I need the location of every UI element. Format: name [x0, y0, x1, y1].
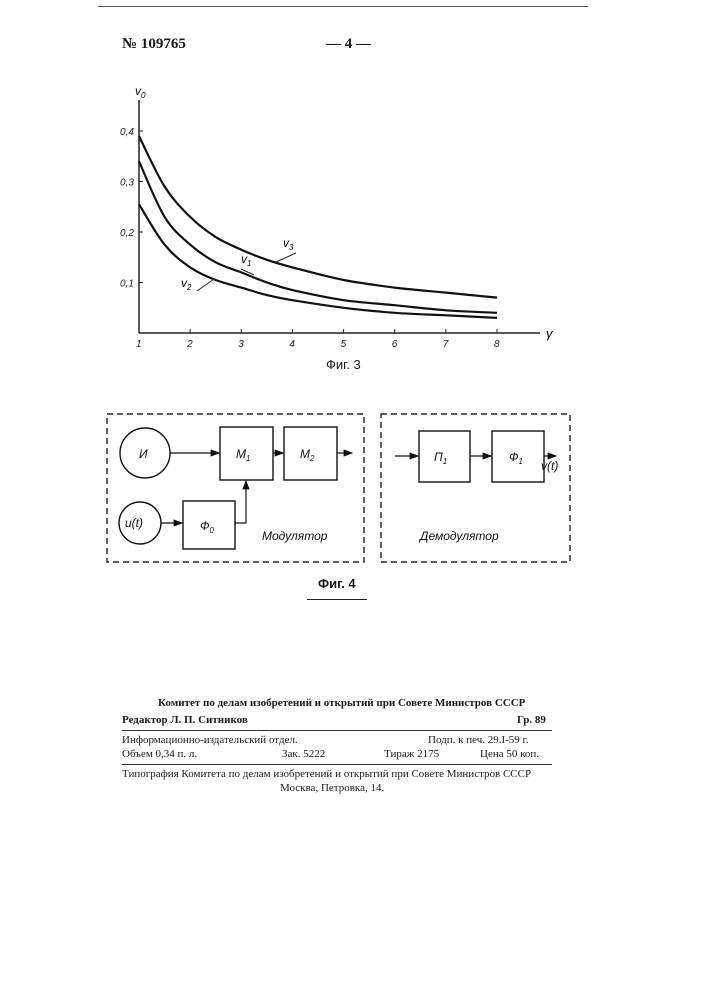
m1-label: М1	[236, 447, 250, 463]
x-tick-label: 4	[289, 339, 295, 350]
x-tick-label: 7	[443, 339, 449, 350]
x-tick-label: 3	[238, 339, 244, 350]
footer-rule-2	[122, 764, 552, 765]
demodulator-label: Демодулятор	[418, 529, 499, 543]
m2-label: М2	[300, 447, 315, 463]
x-tick-label: 2	[186, 339, 193, 350]
footer-print-line1: Типография Комитета по делам изобретений…	[122, 768, 531, 780]
fig3-chart: v0 γ 123456780,10,20,30,4 v3 v1 v2	[0, 0, 707, 400]
x-axis-label: γ	[546, 326, 554, 341]
y-tick-label: 0,4	[120, 127, 134, 138]
curve-label-v3: v3	[283, 236, 294, 252]
leader-v3	[276, 253, 296, 262]
footer-signed: Подп. к печ. 29.I-59 г.	[428, 734, 529, 746]
fig4-caption: Фиг. 4	[318, 576, 356, 591]
x-tick-label: 8	[494, 339, 500, 350]
fig3-caption: Фиг. 3	[326, 357, 361, 372]
y-axis-label: v0	[135, 84, 146, 100]
footer-print-line2: Москва, Петровка, 14.	[280, 782, 384, 794]
footer-editor: Редактор Л. П. Ситников	[122, 714, 248, 726]
output-label: v(t)	[541, 459, 558, 473]
phi1-label: Ф1	[509, 450, 523, 466]
footer-dept: Информационно-издательский отдел.	[122, 734, 298, 746]
footer-circulation: Тираж 2175	[384, 748, 439, 760]
fig4-diagram: И М1 М2 u(t) Ф0 Модулятор П1 Ф1 v(t) Дем…	[0, 400, 707, 600]
series-line-v1	[139, 161, 497, 312]
input-label: u(t)	[125, 516, 143, 530]
footer-committee: Комитет по делам изобретений и открытий …	[158, 697, 525, 709]
x-tick-label: 6	[392, 339, 398, 350]
series-line-v2	[139, 204, 497, 318]
p1-label: П1	[434, 450, 447, 466]
modulator-label: Модулятор	[262, 529, 328, 543]
phi0-label: Ф0	[200, 519, 215, 535]
source-label: И	[139, 447, 148, 461]
phi0-to-m1-arrow	[235, 481, 246, 523]
y-tick-label: 0,3	[120, 178, 134, 189]
curve-label-v2: v2	[181, 276, 192, 292]
x-tick-label: 5	[341, 339, 347, 350]
footer-order: Зак. 5222	[282, 748, 325, 760]
footer-price: Цена 50 коп.	[480, 748, 539, 760]
leader-v2	[197, 279, 214, 291]
y-tick-label: 0,1	[120, 279, 134, 290]
fig4-rule	[307, 599, 367, 600]
series-line-v3	[139, 136, 497, 298]
x-tick-label: 1	[136, 339, 142, 350]
footer-volume: Объем 0,34 п. л.	[122, 748, 197, 760]
footer-rule-1	[122, 730, 552, 731]
y-tick-label: 0,2	[120, 228, 134, 239]
footer-group: Гр. 89	[517, 714, 546, 726]
